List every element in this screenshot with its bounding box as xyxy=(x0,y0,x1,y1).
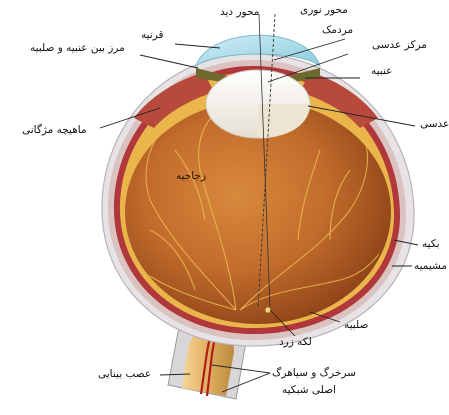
label-macula: لکه زرد xyxy=(279,336,312,348)
label-vessels-line1: سرخرگ و سیاهرگ xyxy=(272,367,356,379)
label-vessels-line2: اصلی شبکیه xyxy=(282,384,336,396)
label-cornea: قرنیه xyxy=(141,29,164,41)
label-choroid: مشیمیه xyxy=(414,260,447,272)
label-visual-axis: محور دید xyxy=(220,6,259,18)
label-optical-axis: محور نوری xyxy=(300,4,348,16)
label-ciliary-muscle: ماهیچه مژگانی xyxy=(22,124,87,136)
label-lens-cut: عدسی xyxy=(420,118,449,130)
label-retina-cut: بکیه xyxy=(422,238,440,250)
label-lens-center: مرکز عدسی xyxy=(372,39,427,51)
label-vitreous: زجاجیه xyxy=(176,170,206,182)
label-optic-nerve: عصب بینایی xyxy=(98,368,151,380)
label-iris: عنبیه xyxy=(371,65,392,77)
label-sclera: صلبیه xyxy=(344,319,368,331)
label-pupil: مردمک xyxy=(322,24,353,36)
label-limbus: مرز بین عنبیه و صلبیه xyxy=(30,42,125,54)
